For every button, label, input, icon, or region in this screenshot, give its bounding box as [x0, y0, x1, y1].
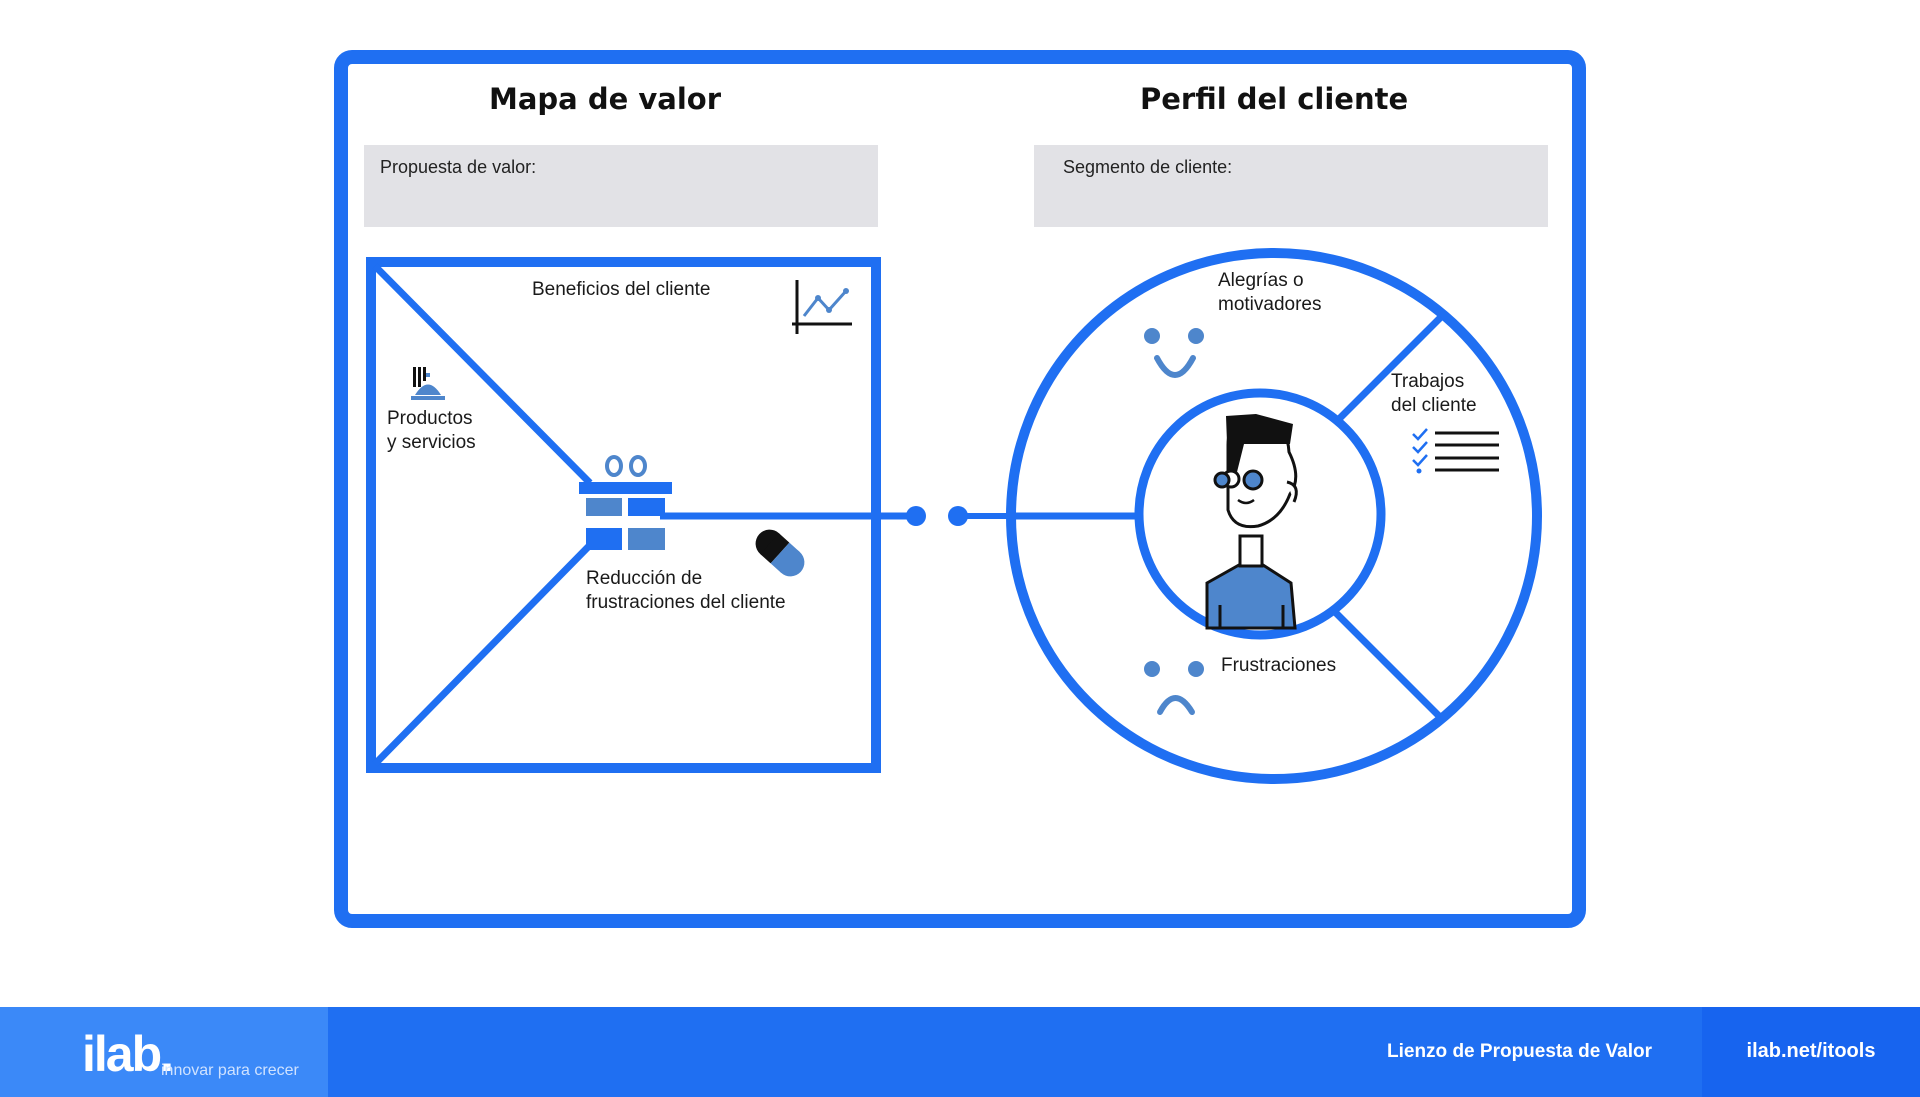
jobs-label-line1: Trabajos [1391, 371, 1465, 392]
smiley-icon [1144, 328, 1204, 378]
pain-relief-label-line1: Reducción de [586, 568, 703, 589]
footer-brand-area: ilab. innovar para crecer [0, 1007, 328, 1097]
bell-service-icon [411, 367, 445, 400]
customer-segment-field[interactable]: Segmento de cliente: [1034, 145, 1548, 227]
pain-relief-label-line2: frustraciones del cliente [586, 592, 786, 613]
gains-label-line1: Alegrías o [1218, 270, 1304, 291]
products-label-line1: Productos [387, 408, 473, 429]
person-icon [1205, 414, 1298, 630]
gains-label-line2: motivadores [1218, 294, 1322, 315]
value-map-divider-bottom [372, 542, 593, 767]
frown-icon [1144, 661, 1204, 715]
value-map-divider-top [372, 263, 593, 486]
customer-segment-label: Segmento de cliente: [1063, 157, 1233, 177]
ilab-logo[interactable]: ilab. [82, 1026, 174, 1082]
value-proposition-field[interactable]: Propuesta de valor: [364, 145, 878, 227]
pill-icon [755, 529, 805, 577]
footer-url-link[interactable]: ilab.net/itools [1746, 1040, 1876, 1062]
profile-divider-bottom [1333, 610, 1442, 719]
customer-profile-title: Perfil del cliente [1140, 82, 1409, 116]
products-label-line2: y servicios [387, 432, 476, 453]
value-proposition-label: Propuesta de valor: [380, 157, 537, 177]
growth-chart-icon [792, 280, 852, 334]
gift-icon [579, 455, 672, 550]
footer-url-area: ilab.net/itools [1702, 1007, 1920, 1097]
profile-divider-top [1335, 314, 1444, 423]
connector-dot-left [906, 506, 926, 526]
checklist-icon [1412, 428, 1499, 474]
canvas-name: Lienzo de Propuesta de Valor [1387, 1041, 1653, 1062]
canvas-frame [334, 50, 1586, 928]
jobs-label-line2: del cliente [1391, 395, 1477, 416]
benefits-label: Beneficios del cliente [532, 279, 711, 300]
logo-tagline: innovar para crecer [161, 1062, 299, 1079]
value-map-title: Mapa de valor [489, 82, 722, 116]
footer-bar: ilab. innovar para crecer Lienzo de Prop… [0, 1007, 1920, 1097]
pains-label: Frustraciones [1221, 655, 1337, 676]
